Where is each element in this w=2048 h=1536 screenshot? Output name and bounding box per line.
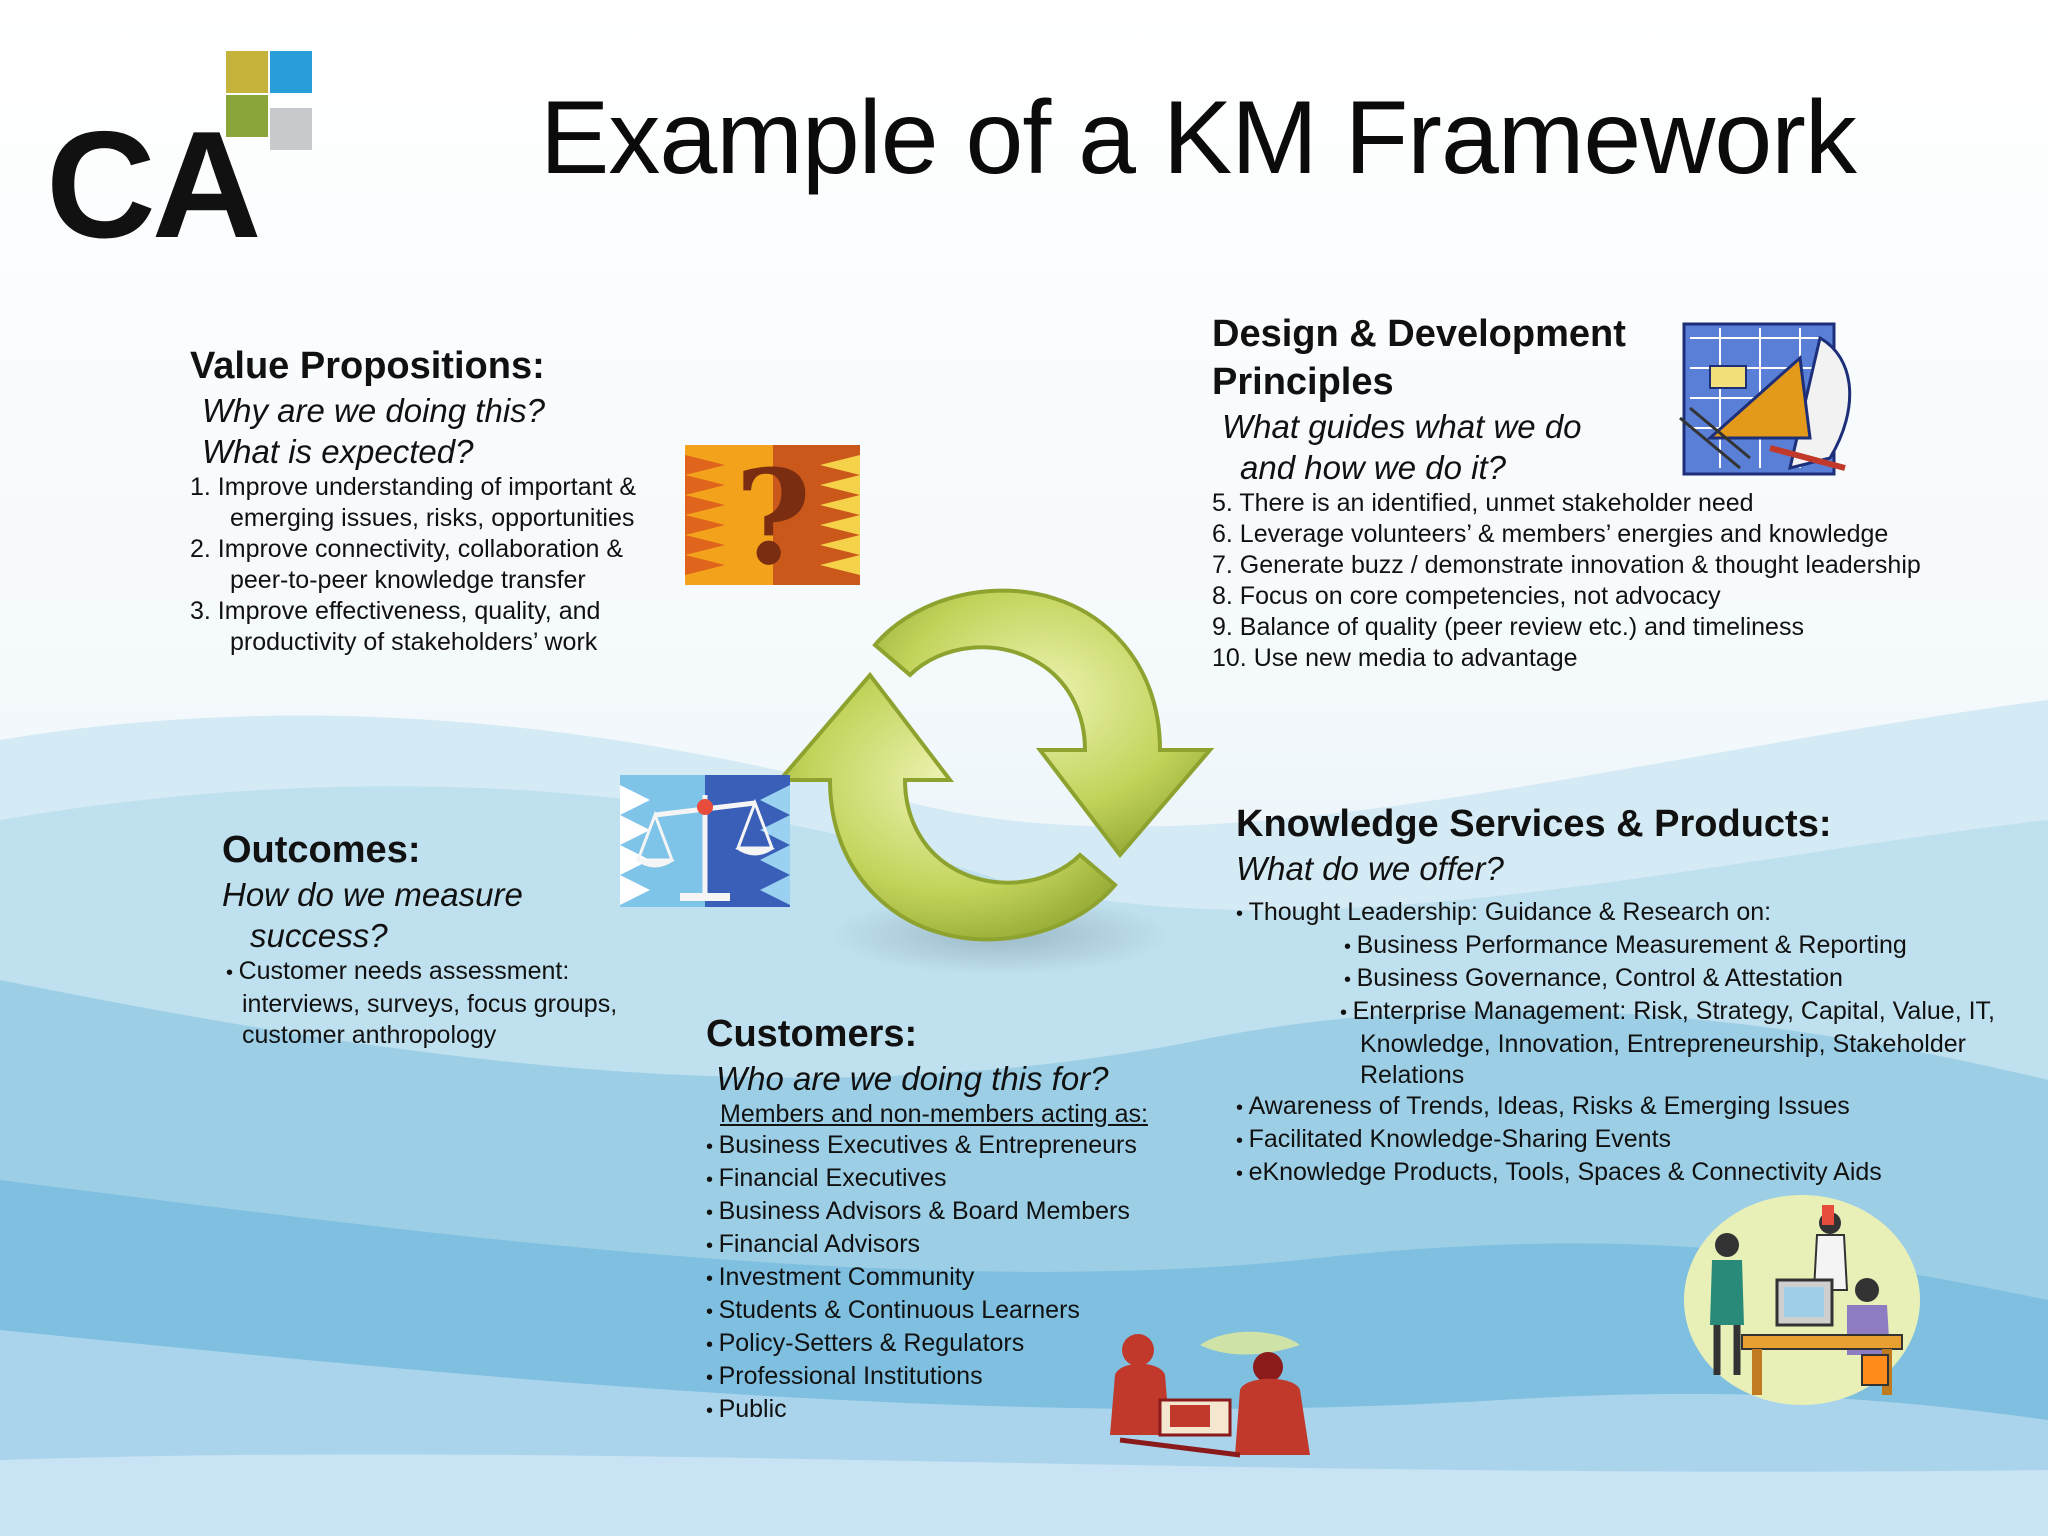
- design-principles-question-2: and how we do it?: [1240, 449, 1507, 486]
- value-propositions-question-2: What is expected?: [202, 433, 474, 470]
- customers-item: Business Advisors & Board Members: [706, 1196, 1186, 1229]
- scales-clipart: [620, 775, 790, 907]
- logo-text: CA: [46, 100, 262, 270]
- design-principles-title-2: Principles: [1212, 361, 1394, 403]
- ca-logo: CA: [46, 48, 336, 261]
- design-principles-title-1: Design & Development: [1212, 313, 1626, 355]
- customers-intro: Members and non-members acting as:: [720, 1100, 1148, 1128]
- value-propositions-section: Value Propositions: Why are we doing thi…: [190, 342, 660, 658]
- knowledge-services-question: What do we offer?: [1236, 850, 1504, 887]
- outcomes-title: Outcomes:: [222, 829, 421, 871]
- meeting-people-clipart: [1110, 1331, 1310, 1458]
- knowledge-services-title: Knowledge Services & Products:: [1236, 803, 1832, 845]
- svg-text:?: ?: [735, 445, 811, 585]
- customers-item: Business Executives & Entrepreneurs: [706, 1130, 1186, 1163]
- customers-item: Financial Advisors: [706, 1229, 1186, 1262]
- outcomes-question-2: success?: [250, 917, 388, 954]
- question-mark-clipart: ?: [685, 445, 860, 585]
- customers-title: Customers:: [706, 1013, 918, 1055]
- outcomes-item: Customer needs assessment: interviews, s…: [222, 956, 652, 1051]
- customers-item: Financial Executives: [706, 1163, 1186, 1196]
- design-principles-item: 9. Balance of quality (peer review etc.)…: [1212, 613, 1804, 641]
- cycle-arrows-icon: [775, 588, 1215, 975]
- knowledge-services-item: eKnowledge Products, Tools, Spaces & Con…: [1236, 1157, 2026, 1190]
- outcomes-section: Outcomes: How do we measure success? Cus…: [222, 826, 652, 1051]
- value-propositions-title: Value Propositions:: [190, 345, 545, 387]
- customers-item: Policy-Setters & Regulators: [706, 1328, 1186, 1361]
- ca-logo-mark: [226, 51, 312, 150]
- knowledge-services-sub-item: Business Performance Measurement & Repor…: [1236, 930, 2026, 963]
- office-workers-clipart: [1684, 1195, 1920, 1405]
- page-title: Example of a KM Framework: [540, 80, 1857, 196]
- knowledge-services-sub-item: Business Governance, Control & Attestati…: [1236, 963, 2026, 996]
- design-principles-item: 6. Leverage volunteers’ & members’ energ…: [1212, 520, 1889, 548]
- design-principles-item: 5. There is an identified, unmet stakeho…: [1212, 489, 1754, 517]
- drafting-tools-clipart: [1679, 322, 1852, 476]
- design-principles-item: 8. Focus on core competencies, not advoc…: [1212, 582, 1721, 610]
- outcomes-question-1: How do we measure: [222, 876, 523, 913]
- value-propositions-item: 1. Improve understanding of important & …: [190, 473, 637, 532]
- design-principles-question-1: What guides what we do: [1222, 408, 1582, 445]
- knowledge-services-sub-item: Enterprise Management: Risk, Strategy, C…: [1236, 996, 2026, 1091]
- customers-section: Customers: Who are we doing this for? Me…: [706, 1010, 1186, 1427]
- customers-item: Investment Community: [706, 1262, 1186, 1295]
- knowledge-services-lead: Thought Leadership: Guidance & Research …: [1236, 897, 2026, 930]
- customers-item: Professional Institutions: [706, 1361, 1186, 1394]
- design-principles-section: Design & Development Principles What gui…: [1212, 310, 1992, 674]
- knowledge-services-item: Facilitated Knowledge-Sharing Events: [1236, 1124, 2026, 1157]
- value-propositions-item: 3. Improve effectiveness, quality, and p…: [190, 597, 601, 656]
- customers-item: Students & Continuous Learners: [706, 1295, 1186, 1328]
- customers-item: Public: [706, 1394, 1186, 1427]
- design-principles-item: 7. Generate buzz / demonstrate innovatio…: [1212, 551, 1921, 579]
- value-propositions-item: 2. Improve connectivity, collaboration &…: [190, 535, 624, 594]
- design-principles-item: 10. Use new media to advantage: [1212, 644, 1578, 672]
- value-propositions-question-1: Why are we doing this?: [202, 392, 546, 429]
- customers-question: Who are we doing this for?: [716, 1060, 1109, 1097]
- knowledge-services-item: Awareness of Trends, Ideas, Risks & Emer…: [1236, 1091, 2026, 1124]
- knowledge-services-section: Knowledge Services & Products: What do w…: [1236, 800, 2026, 1190]
